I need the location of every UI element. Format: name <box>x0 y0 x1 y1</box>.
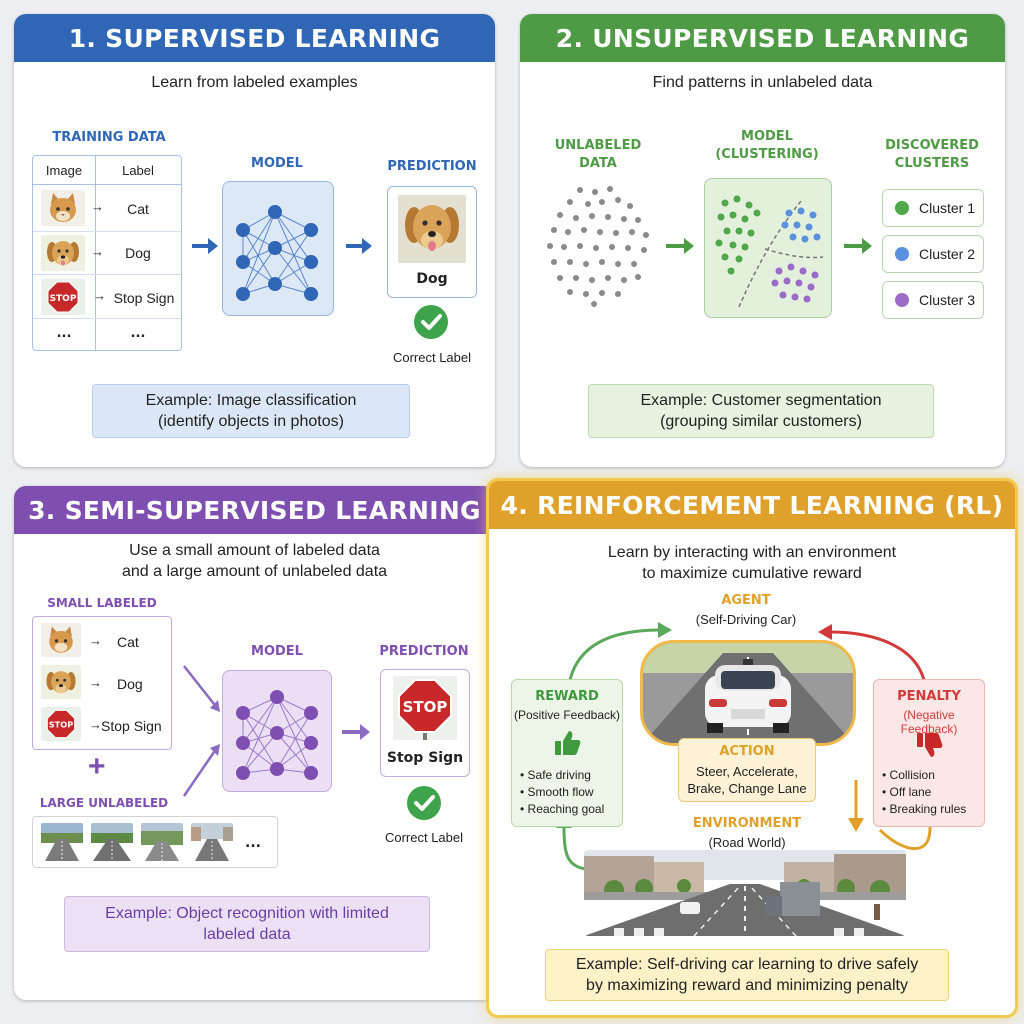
cluster-item-3: Cluster 3 <box>882 281 984 319</box>
dog-photo-icon <box>398 195 466 263</box>
action-line2: Brake, Change Lane <box>687 781 807 796</box>
reward-item: • Reaching goal <box>520 802 605 816</box>
stop-sign-icon: STOP <box>41 279 85 315</box>
road-photo-icon <box>91 823 133 861</box>
prediction-label: PREDICTION <box>387 159 477 174</box>
small-labeled-table: → Cat → Dog STOP → Stop Sign <box>32 616 172 750</box>
cluster-dot <box>895 293 909 307</box>
unlabeled-data-label: UNLABELED DATA <box>554 138 642 171</box>
correct-label-text: Correct Label <box>392 350 472 365</box>
strip-ellipsis: ... <box>245 835 261 851</box>
neural-network-model <box>222 181 334 316</box>
unlabeled-points <box>547 186 649 307</box>
model-label: MODEL <box>251 156 303 171</box>
row-label-cat: Cat <box>117 634 139 650</box>
rl-example: Example: Self-driving car learning to dr… <box>545 949 949 1001</box>
arrow-icon <box>666 238 694 254</box>
road-world-image <box>584 850 906 936</box>
penalty-item: • Collision <box>882 768 935 782</box>
prediction-value: Dog <box>416 271 448 287</box>
cat-photo-icon <box>41 623 81 657</box>
action-label: ACTION <box>719 744 775 759</box>
table-header-image: Image <box>45 163 83 178</box>
agent-label: AGENT <box>721 593 771 608</box>
converging-arrows <box>182 665 220 797</box>
arrow-icon <box>844 238 872 254</box>
supervised-title: 1. SUPERVISED LEARNING <box>14 14 495 62</box>
stop-sign-icon: STOP <box>393 676 457 740</box>
semi-example: Example: Object recognition with limited… <box>64 896 430 952</box>
arrow-icon <box>346 238 372 254</box>
row-label-stop-sign: Stop Sign <box>113 290 175 306</box>
reward-item: • Safe driving <box>520 768 591 782</box>
row-label-cat: Cat <box>127 201 149 217</box>
thumbs-down-icon <box>917 733 943 757</box>
road-photo-icon <box>41 823 83 861</box>
checkmark-icon <box>407 786 441 820</box>
prediction-card: Dog <box>387 186 477 298</box>
semi-model-label: MODEL <box>251 644 303 659</box>
reward-item: • Smooth flow <box>520 785 594 799</box>
penalty-box: PENALTY (Negative Feedback) • Collision … <box>873 679 985 827</box>
training-table: Image Label → Cat → Dog STOP → Stop Sign… <box>32 155 182 351</box>
action-box: ACTION Steer, Accelerate, Brake, Change … <box>678 738 816 802</box>
penalty-label: PENALTY <box>897 689 961 704</box>
penalty-item: • Breaking rules <box>882 802 967 816</box>
penalty-item: • Off lane <box>882 785 932 799</box>
thumbs-up-icon <box>555 731 581 755</box>
reward-box: REWARD (Positive Feedback) • Safe drivin… <box>511 679 623 827</box>
cluster-item-1: Cluster 1 <box>882 189 984 227</box>
semi-prediction-value: Stop Sign <box>386 750 464 766</box>
svg-text:STOP: STOP <box>403 698 448 716</box>
table-header-label: Label <box>122 163 154 178</box>
dog-photo-icon <box>41 665 81 699</box>
row-label-dog: Dog <box>117 676 143 692</box>
clustering-model-label: MODEL(CLUSTERING) <box>715 129 819 162</box>
checkmark-icon <box>414 305 448 339</box>
svg-text:STOP: STOP <box>49 720 73 730</box>
semi-prediction-label: PREDICTION <box>379 644 469 659</box>
supervised-example: Example: Image classification(identify o… <box>92 384 410 438</box>
svg-text:STOP: STOP <box>50 294 77 304</box>
semi-neural-network-model <box>222 670 332 792</box>
semi-title: 3. SEMI-SUPERVISED LEARNING <box>14 486 495 534</box>
table-ellipsis: ... <box>130 326 146 341</box>
plus-icon: + <box>88 750 106 783</box>
penalty-sub: (Negative Feedback) <box>900 708 958 736</box>
cluster-dot <box>895 247 909 261</box>
arrow-icon <box>192 238 218 254</box>
table-ellipsis: ... <box>56 326 72 341</box>
cat-photo-icon <box>41 190 85 226</box>
panel-supervised: 1. SUPERVISED LEARNING Learn from labele… <box>14 14 495 467</box>
environment-sub: (Road World) <box>708 835 786 850</box>
rl-title: 4. REINFORCEMENT LEARNING (RL) <box>489 481 1015 529</box>
cluster-item-2: Cluster 2 <box>882 235 984 273</box>
row-label-stop-sign: Stop Sign <box>101 718 162 734</box>
large-unlabeled-strip: ... <box>32 816 278 868</box>
clustering-model <box>704 178 832 318</box>
road-photo-icon <box>141 823 183 861</box>
unsupervised-example: Example: Customer segmentation(grouping … <box>588 384 934 438</box>
stop-sign-icon: STOP <box>41 707 81 741</box>
training-data-label: TRAINING DATA <box>52 130 166 145</box>
dog-photo-icon <box>41 235 85 271</box>
rl-subtitle: Learn by interacting with an environment… <box>607 544 897 582</box>
cluster-dot <box>895 201 909 215</box>
environment-label: ENVIRONMENT <box>692 816 802 831</box>
semi-prediction-card: STOP Stop Sign <box>380 669 470 777</box>
unsupervised-subtitle: Find patterns in unlabeled data <box>652 74 873 91</box>
row-label-dog: Dog <box>125 245 151 261</box>
self-driving-car-image <box>640 640 856 746</box>
agent-sub: (Self-Driving Car) <box>695 612 797 627</box>
arrow-icon <box>342 724 370 740</box>
road-photo-icon <box>191 823 233 861</box>
semi-correct-label-text: Correct Label <box>384 830 464 845</box>
reward-sub: (Positive Feedback) <box>513 708 621 722</box>
action-line1: Steer, Accelerate, <box>696 764 798 779</box>
reward-label: REWARD <box>535 689 599 704</box>
unsupervised-title: 2. UNSUPERVISED LEARNING <box>520 14 1005 62</box>
supervised-subtitle: Learn from labeled examples <box>151 74 358 91</box>
